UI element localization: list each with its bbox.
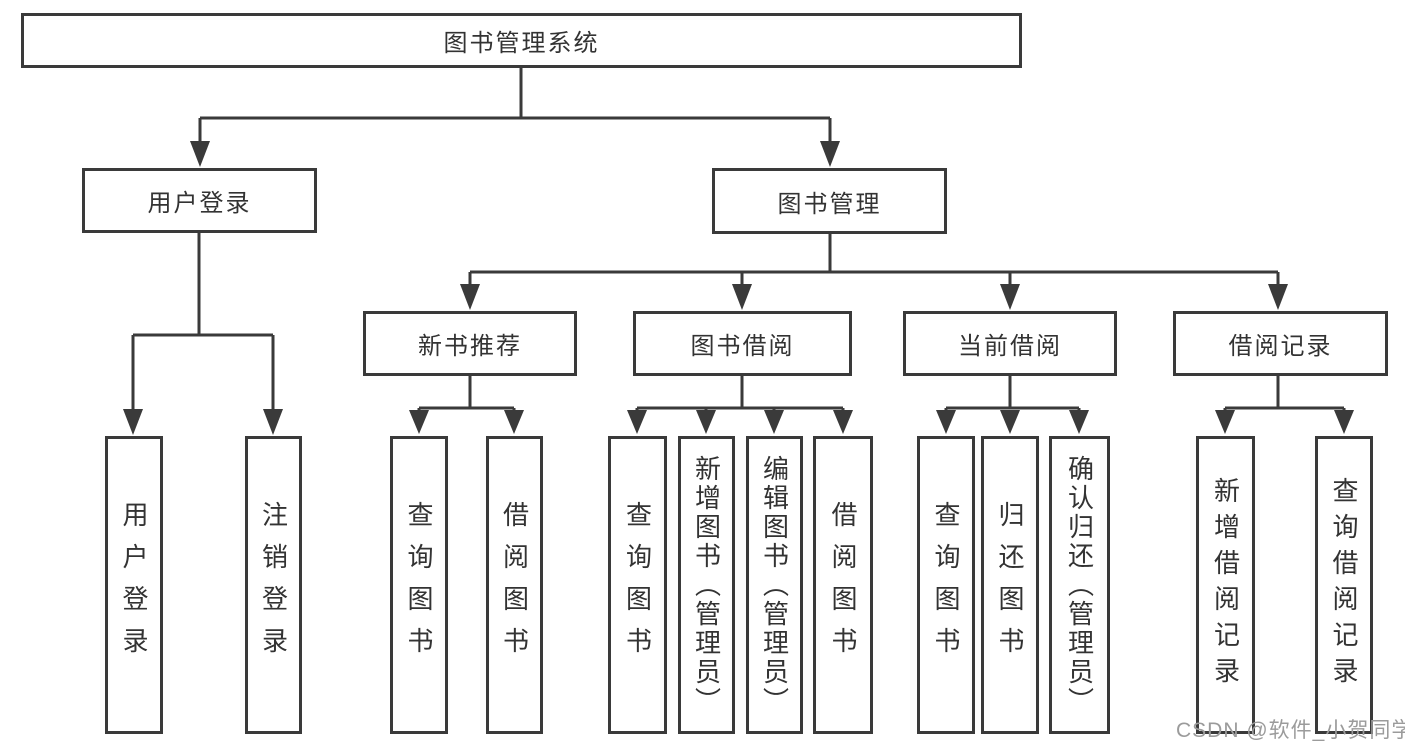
leaf-logout: 注销登录 [245, 436, 302, 734]
arrowhead [1334, 410, 1354, 434]
arrowhead [936, 410, 956, 434]
node-book-management: 图书管理 [712, 168, 947, 234]
arrowhead [732, 284, 752, 310]
leaf-borrow-edit-book-admin: 编辑图书（管理员） [746, 436, 803, 734]
csdn-watermark: CSDN @软件_小贺同学 [1176, 719, 1405, 742]
leaf-newbook-borrow-book: 借阅图书 [486, 436, 543, 734]
leaf-borrow-borrow-book: 借阅图书 [813, 436, 873, 734]
node-new-book-recommend: 新书推荐 [363, 311, 577, 376]
arrowhead [190, 141, 210, 167]
node-borrow-records: 借阅记录 [1173, 311, 1388, 376]
leaf-current-query-book: 查询图书 [917, 436, 975, 734]
arrowhead [1069, 410, 1089, 434]
node-user-login: 用户登录 [82, 168, 317, 233]
leaf-user-login: 用户登录 [105, 436, 163, 734]
leaf-borrow-add-book-admin: 新增图书（管理员） [678, 436, 735, 734]
arrowhead [460, 284, 480, 310]
arrowhead [820, 141, 840, 167]
leaf-records-query-borrow-record: 查询借阅记录 [1315, 436, 1373, 734]
leaf-current-confirm-return-admin: 确认归还（管理员） [1049, 436, 1110, 734]
leaf-newbook-query-book: 查询图书 [390, 436, 448, 734]
arrowhead [504, 410, 524, 434]
arrowhead [627, 410, 647, 434]
arrowhead [1268, 284, 1288, 310]
node-current-borrow: 当前借阅 [903, 311, 1117, 376]
leaf-borrow-query-book: 查询图书 [608, 436, 667, 734]
arrowhead [764, 410, 784, 434]
arrowhead [833, 410, 853, 434]
arrowhead [696, 410, 716, 434]
arrowhead [1215, 410, 1235, 434]
leaf-current-return-book: 归还图书 [981, 436, 1039, 734]
node-root-system: 图书管理系统 [21, 13, 1022, 68]
arrowhead [263, 409, 283, 435]
arrowhead [1000, 284, 1020, 310]
arrowhead [409, 410, 429, 434]
arrowhead [1000, 410, 1020, 434]
node-book-borrow: 图书借阅 [633, 311, 852, 376]
arrowhead [123, 409, 143, 435]
leaf-records-add-borrow-record: 新增借阅记录 [1196, 436, 1255, 734]
